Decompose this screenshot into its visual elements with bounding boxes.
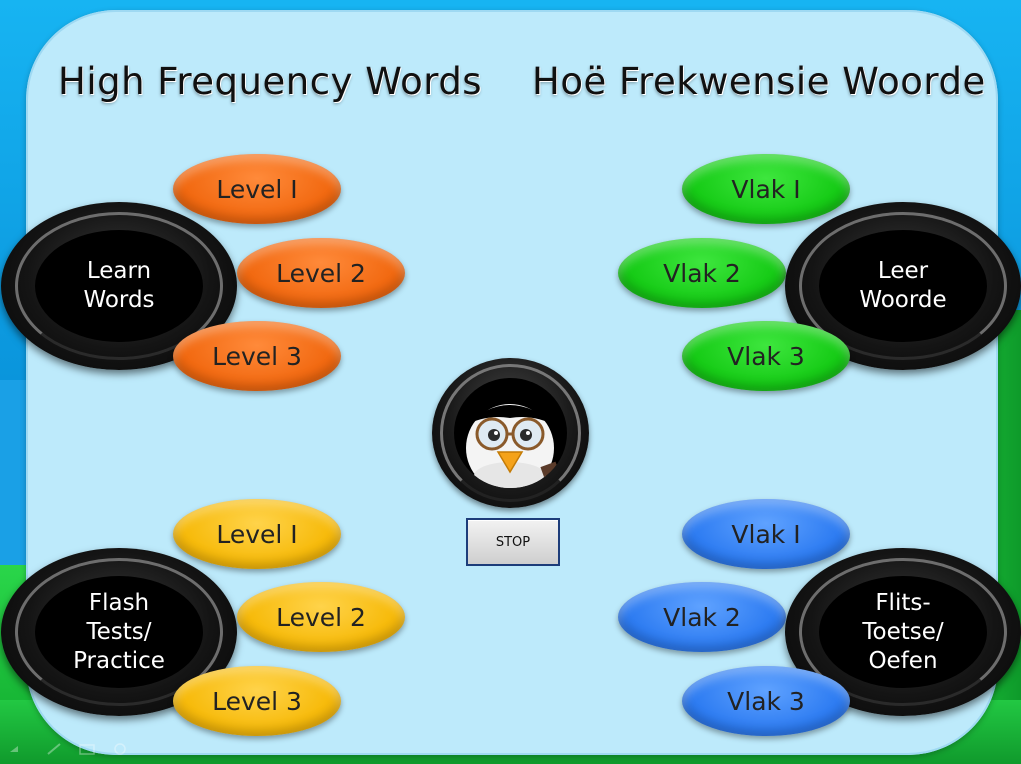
- flits-toetse-oefen-button[interactable]: Flits- Toetse/ Oefen: [785, 548, 1021, 716]
- learn-level-1-button[interactable]: Level I: [173, 154, 341, 224]
- learn-words-button[interactable]: Learn Words: [1, 202, 237, 370]
- flits-toetse-label: Flits- Toetse/ Oefen: [819, 576, 987, 688]
- slides-icon: [79, 744, 95, 755]
- learn-words-line-1: Learn: [86, 258, 152, 284]
- flits-toetse-line-1: Flits-: [875, 589, 931, 616]
- flits-vlak-2-button[interactable]: Vlak 2: [618, 582, 786, 652]
- arrow-icon: [10, 746, 18, 752]
- options-icon: [114, 743, 126, 755]
- leer-vlak-1-button[interactable]: Vlak I: [682, 154, 850, 224]
- penguin-with-glasses-icon: [454, 378, 567, 488]
- flash-level-2-button[interactable]: Level 2: [237, 582, 405, 652]
- flash-tests-label: Flash Tests/ Practice: [35, 576, 203, 688]
- stop-button[interactable]: STOP: [466, 518, 560, 566]
- leer-woorde-button[interactable]: Leer Woorde: [785, 202, 1021, 370]
- pen-icon: [47, 743, 61, 755]
- penguin-mascot: [432, 358, 589, 508]
- leer-woorde-line-1: Leer: [877, 258, 929, 284]
- slideshow-controls: [10, 743, 126, 755]
- leer-woorde-label: Leer Woorde: [819, 230, 987, 342]
- flash-tests-line-1: Flash: [88, 589, 150, 616]
- flits-vlak-1-button[interactable]: Vlak I: [682, 499, 850, 569]
- leer-vlak-2-button[interactable]: Vlak 2: [618, 238, 786, 308]
- leer-vlak-3-button[interactable]: Vlak 3: [682, 321, 850, 391]
- flash-tests-line-2: Tests/: [86, 618, 152, 645]
- flits-vlak-3-button[interactable]: Vlak 3: [682, 666, 850, 736]
- flash-tests-line-3: Practice: [73, 647, 165, 674]
- title-english: High Frequency Words: [58, 60, 483, 103]
- title-afrikaans: Hoë Frekwensie Woorde: [532, 60, 986, 103]
- flits-toetse-line-3: Oefen: [868, 647, 938, 674]
- leer-woorde-line-2: Woorde: [859, 287, 947, 313]
- learn-level-2-button[interactable]: Level 2: [237, 238, 405, 308]
- learn-words-label: Learn Words: [35, 230, 203, 342]
- learn-words-line-2: Words: [83, 287, 155, 313]
- flash-level-3-button[interactable]: Level 3: [173, 666, 341, 736]
- flits-toetse-line-2: Toetse/: [862, 618, 944, 645]
- flash-level-1-button[interactable]: Level I: [173, 499, 341, 569]
- learn-level-3-button[interactable]: Level 3: [173, 321, 341, 391]
